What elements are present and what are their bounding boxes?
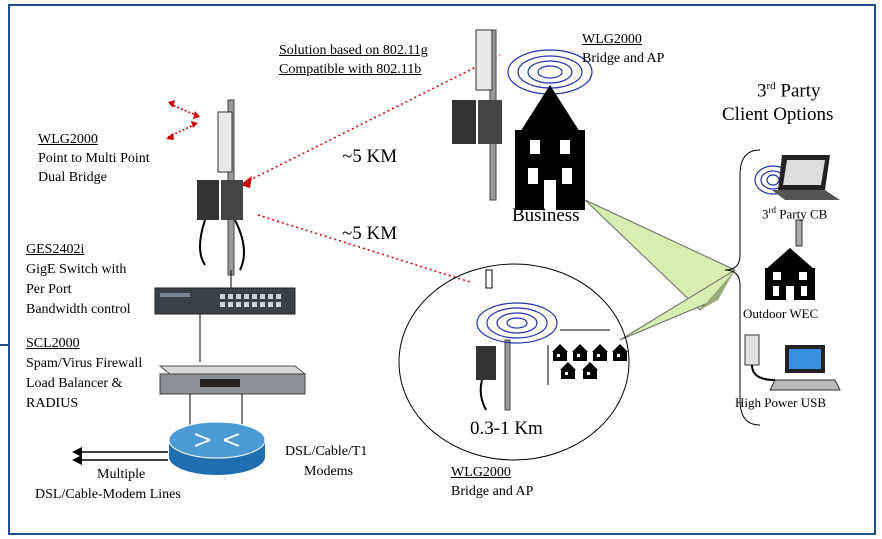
wifi-signal-neighborhood-icon [476,302,558,344]
wireless-link-business [239,54,501,186]
client-cb-label: 3rd Party CB [762,205,828,222]
scl-model: SCL2000 [26,336,80,351]
dsl-modems-line2: Modems [304,464,353,479]
multiple-line1: Multiple [97,467,146,482]
coverage-area-circle [398,263,630,461]
scl-line2: Load Balancer & [26,376,123,391]
ges-line1: GigE Switch with [26,262,127,277]
business-building-icon [515,85,585,210]
ges-line2: Per Port [26,282,72,297]
distance-label-2: ~5 KM [342,223,398,244]
bridge-antenna-top-icon [452,29,502,201]
client-wec-label: Outdoor WEC [743,306,819,321]
router-icon [168,421,266,475]
bridge-antenna-left-icon [197,99,245,276]
third-party-line1: 3rd Party [757,80,821,102]
client-options-bracket [724,149,761,426]
wireless-link-neighborhood [257,214,471,283]
diagram-frame [8,4,876,535]
dsl-lines-arrows [80,451,168,461]
outdoor-wec-icon [765,219,815,300]
client-usb-label: High Power USB [735,395,827,410]
wlg-bottom-role: Bridge and AP [451,484,534,499]
solution-line2: Compatible with 802.11b [279,62,422,77]
laptop-icon [772,155,840,200]
wlg-left-line2: Dual Bridge [38,170,107,185]
pc-with-usb-antenna-icon [744,334,841,391]
business-label: Business [512,205,580,226]
third-party-line2: Client Options [722,104,834,125]
range-label: 0.3-1 Km [470,418,543,439]
distance-label-1: ~5 KM [342,146,398,167]
scl-line1: Spam/Virus Firewall [26,356,143,371]
scl-line3: RADIUS [26,396,79,411]
signal-arrows-icon [167,103,199,138]
wlg-left-model: WLG2000 [38,132,98,147]
dsl-modems-line1: DSL/Cable/T1 [285,444,368,459]
wlg-top-model: WLG2000 [582,32,642,47]
ges-line3: Bandwidth control [26,302,131,317]
firewall-appliance-icon [158,365,307,395]
switch-icon [154,287,296,315]
ges-model: GES2402i [26,242,85,257]
ap-antenna-neighborhood-icon [476,269,511,411]
wlg-bottom-model: WLG2000 [451,465,511,480]
multiple-line2: DSL/Cable-Modem Lines [35,487,181,502]
wlg-left-line1: Point to Multi Point [38,151,150,166]
wlg-top-role: Bridge and AP [582,51,665,66]
solution-line1: Solution based on 802.11g [279,43,428,58]
